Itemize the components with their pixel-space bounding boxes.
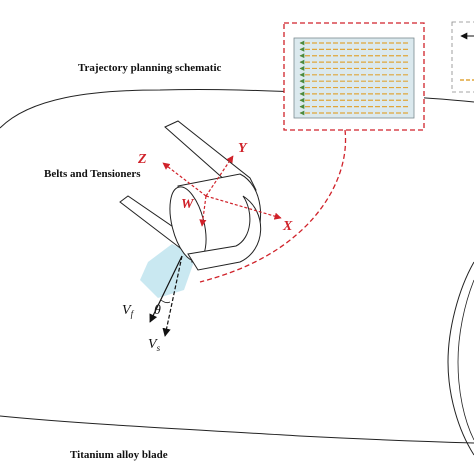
zoom-connector bbox=[199, 129, 347, 283]
y-axis bbox=[205, 155, 234, 197]
x-axis bbox=[205, 195, 282, 220]
belts-label: Belts and Tensioners bbox=[44, 168, 141, 180]
legend-box bbox=[451, 21, 474, 93]
y-axis-label: Y bbox=[238, 141, 248, 156]
trajectory-label: Trajectory planning schematic bbox=[78, 62, 222, 74]
theta-arc bbox=[160, 299, 171, 304]
legend-fragment bbox=[451, 21, 474, 93]
trajectory-inset bbox=[283, 22, 425, 131]
blade-bottom-edge bbox=[0, 415, 474, 444]
inset-path-lines bbox=[299, 40, 408, 116]
w-axis-label: W bbox=[181, 197, 195, 212]
velocity-vectors bbox=[149, 255, 183, 337]
theta-label: θ bbox=[154, 303, 161, 318]
blade-tip-curve bbox=[447, 261, 474, 456]
vs-label: Vs bbox=[148, 337, 161, 353]
belt-wrap bbox=[187, 195, 262, 271]
z-axis bbox=[162, 162, 207, 197]
vf-arrow bbox=[149, 255, 183, 323]
inset-surface bbox=[293, 37, 415, 119]
z-axis-label: Z bbox=[137, 152, 147, 167]
belt-wheel-assembly bbox=[119, 120, 262, 271]
x-axis-label: X bbox=[282, 219, 293, 234]
blade-label: Titanium alloy blade bbox=[70, 449, 168, 461]
vs-arrow bbox=[162, 255, 183, 337]
vf-label: Vf bbox=[122, 303, 135, 319]
blade-tip-inner bbox=[457, 279, 474, 441]
blade-outline bbox=[0, 88, 474, 456]
coordinate-axes bbox=[162, 155, 282, 227]
w-axis bbox=[199, 195, 207, 227]
